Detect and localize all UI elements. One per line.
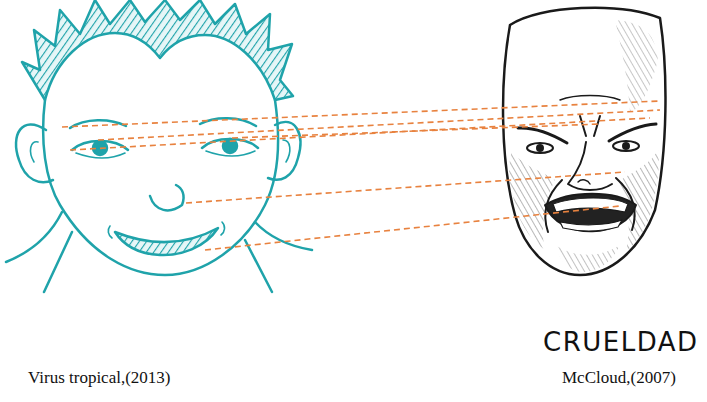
left-iris xyxy=(93,141,107,155)
dimple-left xyxy=(108,226,112,238)
collar-right xyxy=(255,222,312,250)
right-iris xyxy=(223,139,237,153)
right-ear xyxy=(268,122,300,180)
correspondence-line xyxy=(98,110,660,140)
collar-right-fold xyxy=(245,240,272,292)
frown-line-right xyxy=(594,116,600,136)
collar-left xyxy=(6,212,62,262)
right-eye xyxy=(613,141,639,151)
dimple-right xyxy=(221,222,225,235)
left-ear xyxy=(16,124,53,182)
source-panel: Virus tropical,(2013) xyxy=(0,0,310,402)
correspondence-line xyxy=(232,124,600,138)
correspondence-line xyxy=(186,172,625,203)
collar-left-fold xyxy=(44,232,72,292)
forehead-wrinkle xyxy=(560,96,620,101)
correspondence-line xyxy=(70,118,650,150)
source-caption: Virus tropical,(2013) xyxy=(28,369,171,388)
teal-face xyxy=(6,0,312,292)
emotion-label: CRUELDAD xyxy=(543,328,699,357)
head-outline xyxy=(43,100,278,275)
left-eyebrow xyxy=(70,120,126,128)
nose xyxy=(150,185,184,210)
left-pupil xyxy=(537,145,543,151)
frown-line-left xyxy=(580,116,586,136)
right-ear-inner xyxy=(283,140,290,162)
nostril xyxy=(578,180,590,184)
mask-face xyxy=(503,8,665,275)
open-mouth xyxy=(545,194,636,232)
lower-teeth xyxy=(560,220,622,231)
right-eyebrow xyxy=(609,124,656,141)
right-eyebrow xyxy=(200,118,256,126)
left-eyebrow xyxy=(518,128,567,143)
smile xyxy=(115,228,218,255)
correspondence-line xyxy=(205,206,620,250)
right-pupil xyxy=(623,143,629,149)
correspondence-line xyxy=(62,101,660,127)
left-eye xyxy=(527,143,553,153)
source-caption: McCloud,(2007) xyxy=(562,369,676,388)
left-ear-inner xyxy=(31,142,38,162)
reference-panel: CRUELDAD McCloud,(2007) xyxy=(480,0,707,402)
nose xyxy=(568,142,612,190)
upper-teeth xyxy=(553,198,628,212)
mask-outline xyxy=(503,8,665,275)
hair xyxy=(22,0,293,100)
chin-shading xyxy=(555,245,620,272)
forehead-shading xyxy=(615,20,658,112)
